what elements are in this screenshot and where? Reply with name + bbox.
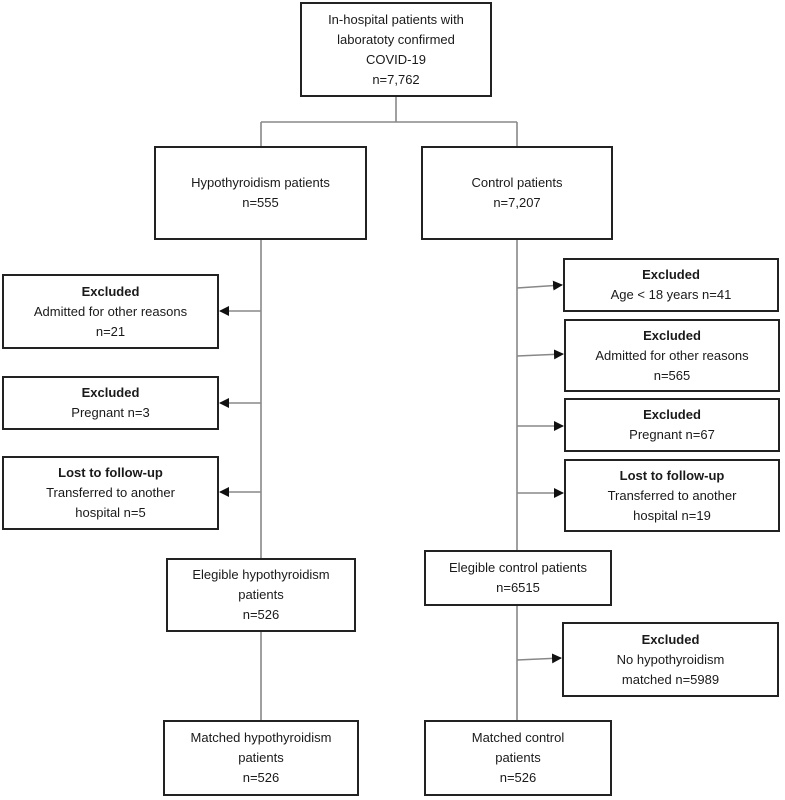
hypo-n: n=555 xyxy=(242,195,279,210)
arrow-right-2 xyxy=(516,349,564,360)
total-patients-box: In-hospital patients with laboratoty con… xyxy=(300,2,492,97)
matched-hypothyroidism-box: Matched hypothyroidism patients n=526 xyxy=(163,720,359,796)
matched-control-line-3: n=526 xyxy=(499,770,537,785)
total-n: n=7,762 xyxy=(372,71,420,87)
control-patients-box: Control patients n=7,207 xyxy=(421,146,613,240)
right-excluded-age-box: Excluded Age < 18 years n=41 xyxy=(563,258,779,312)
eligible-control-line-2: n=6515 xyxy=(496,580,540,595)
eligible-hypo-line-1: Elegible hypothyroidism xyxy=(192,567,330,582)
right-lost-title: Lost to follow-up xyxy=(619,467,725,483)
matched-control-line-1: Matched control xyxy=(471,730,565,745)
left-lost-followup-box: Lost to follow-up Transferred to another… xyxy=(2,456,219,530)
right-excluded-admitted-box: Excluded Admitted for other reasons n=56… xyxy=(564,319,780,392)
right-excluded-5-title: Excluded xyxy=(641,631,700,647)
left-excluded-admitted-box: Excluded Admitted for other reasons n=21 xyxy=(2,274,219,349)
right-excluded-3-line-1: Pregnant n=67 xyxy=(629,427,715,442)
left-excluded-2-line-1: Pregnant n=3 xyxy=(71,405,150,420)
matched-control-box: Matched control patients n=526 xyxy=(424,720,612,796)
eligible-hypo-line-2: patients xyxy=(238,587,284,602)
right-excluded-2-title: Excluded xyxy=(643,327,701,343)
matched-control-line-2: patients xyxy=(495,750,541,765)
left-excluded-1-title: Excluded xyxy=(81,283,140,299)
left-lost-title: Lost to follow-up xyxy=(58,465,163,480)
right-excluded-2-line-2: n=565 xyxy=(653,367,691,383)
matched-hypo-line-1: Matched hypothyroidism xyxy=(190,730,332,745)
right-lost-line-1: Transferred to another xyxy=(607,487,737,503)
left-lost-line-2: hospital n=5 xyxy=(75,505,146,520)
right-lost-followup-box: Lost to follow-up Transferred to another… xyxy=(564,459,780,532)
right-excluded-no-match-box: Excluded No hypothyroidism matched n=598… xyxy=(562,622,779,697)
right-excluded-2-line-1: Admitted for other reasons xyxy=(595,347,749,363)
total-line-1: In-hospital patients with xyxy=(328,11,464,27)
matched-hypo-line-2: patients xyxy=(238,750,284,765)
eligible-hypothyroidism-box: Elegible hypothyroidism patients n=526 xyxy=(166,558,356,632)
right-excluded-1-title: Excluded xyxy=(642,267,700,282)
matched-hypo-line-3: n=526 xyxy=(242,770,280,785)
total-line-2: laboratoty confirmed xyxy=(337,31,455,47)
eligible-hypo-line-3: n=526 xyxy=(242,607,280,622)
eligible-control-line-1: Elegible control patients xyxy=(448,560,588,575)
right-excluded-3-title: Excluded xyxy=(643,407,701,422)
right-excluded-5-line-2: matched n=5989 xyxy=(621,671,720,687)
right-excluded-pregnant-box: Excluded Pregnant n=67 xyxy=(564,398,780,452)
left-lost-line-1: Transferred to another xyxy=(46,485,175,500)
arrow-right-5 xyxy=(516,653,562,664)
left-excluded-1-line-1: Admitted for other reasons xyxy=(33,303,188,319)
hypo-label: Hypothyroidism patients xyxy=(191,175,330,190)
control-label: Control patients xyxy=(471,175,563,190)
arrow-right-1 xyxy=(516,280,563,291)
right-lost-line-2: hospital n=19 xyxy=(633,507,711,523)
total-line-3: COVID-19 xyxy=(366,51,426,67)
hypothyroidism-patients-box: Hypothyroidism patients n=555 xyxy=(154,146,367,240)
right-excluded-5-line-1: No hypothyroidism xyxy=(616,651,725,667)
left-excluded-2-title: Excluded xyxy=(81,385,140,400)
eligible-control-box: Elegible control patients n=6515 xyxy=(424,550,612,606)
left-excluded-pregnant-box: Excluded Pregnant n=3 xyxy=(2,376,219,430)
control-n: n=7,207 xyxy=(493,195,541,210)
left-excluded-1-line-2: n=21 xyxy=(95,323,126,339)
right-excluded-1-line-1: Age < 18 years n=41 xyxy=(610,287,732,302)
